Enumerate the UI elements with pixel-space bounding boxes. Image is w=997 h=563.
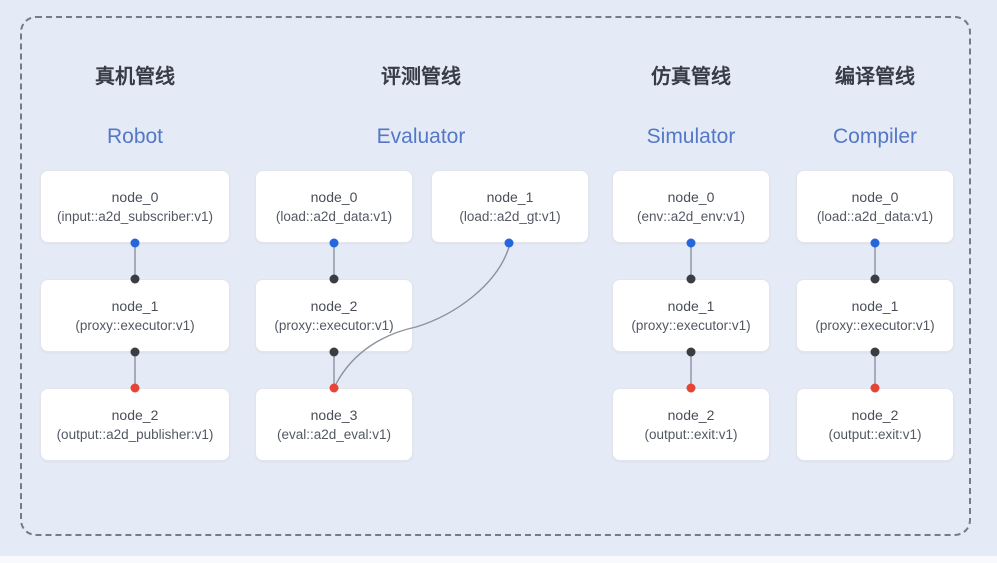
node-card-compiler-node0: node_0 (load::a2d_data:v1) [796,170,954,243]
node-title: node_0 [851,188,899,205]
node-card-robot-node2: node_2 (output::a2d_publisher:v1) [40,388,230,461]
node-card-simulator-node1: node_1 (proxy::executor:v1) [612,279,770,352]
node-title: node_2 [667,406,715,423]
node-subtitle: (output::exit:v1) [828,426,922,442]
node-title: node_0 [667,188,715,205]
node-subtitle: (input::a2d_subscriber:v1) [56,208,214,224]
node-subtitle: (proxy::executor:v1) [815,317,935,333]
pipeline-title-en-simulator: Simulator [646,125,736,148]
node-card-simulator-node2: node_2 (output::exit:v1) [612,388,770,461]
node-title: node_1 [667,297,715,314]
dashed-frame [20,16,971,536]
node-subtitle: (proxy::executor:v1) [274,317,394,333]
node-title: node_0 [310,188,358,205]
node-title: node_1 [486,188,534,205]
pipeline-title-cn-robot: 真机管线 [95,66,175,88]
node-card-evaluator-node1: node_1 (load::a2d_gt:v1) [431,170,589,243]
pipeline-title-cn-simulator: 仿真管线 [651,66,731,88]
node-subtitle: (load::a2d_gt:v1) [459,208,561,224]
node-subtitle: (env::a2d_env:v1) [636,208,746,224]
node-card-evaluator-node0: node_0 (load::a2d_data:v1) [255,170,413,243]
pipeline-title-en-evaluator: Evaluator [376,125,466,148]
node-card-compiler-node1: node_1 (proxy::executor:v1) [796,279,954,352]
node-title: node_2 [310,297,358,314]
node-subtitle: (eval::a2d_eval:v1) [276,426,392,442]
node-card-compiler-node2: node_2 (output::exit:v1) [796,388,954,461]
node-card-evaluator-node3: node_3 (eval::a2d_eval:v1) [255,388,413,461]
bottom-strip [0,556,997,563]
pipeline-title-cn-evaluator: 评测管线 [381,66,461,88]
node-subtitle: (load::a2d_data:v1) [275,208,393,224]
node-title: node_0 [111,188,159,205]
pipeline-title-en-robot: Robot [106,125,164,148]
node-subtitle: (proxy::executor:v1) [75,317,195,333]
node-card-robot-node0: node_0 (input::a2d_subscriber:v1) [40,170,230,243]
node-subtitle: (output::a2d_publisher:v1) [56,426,214,442]
node-subtitle: (output::exit:v1) [644,426,738,442]
node-title: node_1 [111,297,159,314]
node-title: node_3 [310,406,358,423]
node-title: node_1 [851,297,899,314]
node-card-robot-node1: node_1 (proxy::executor:v1) [40,279,230,352]
node-title: node_2 [851,406,899,423]
node-subtitle: (load::a2d_data:v1) [816,208,934,224]
pipeline-title-cn-compiler: 编译管线 [835,66,915,88]
node-card-simulator-node0: node_0 (env::a2d_env:v1) [612,170,770,243]
node-title: node_2 [111,406,159,423]
node-subtitle: (proxy::executor:v1) [631,317,751,333]
node-card-evaluator-node2: node_2 (proxy::executor:v1) [255,279,413,352]
pipeline-title-en-compiler: Compiler [832,125,918,148]
